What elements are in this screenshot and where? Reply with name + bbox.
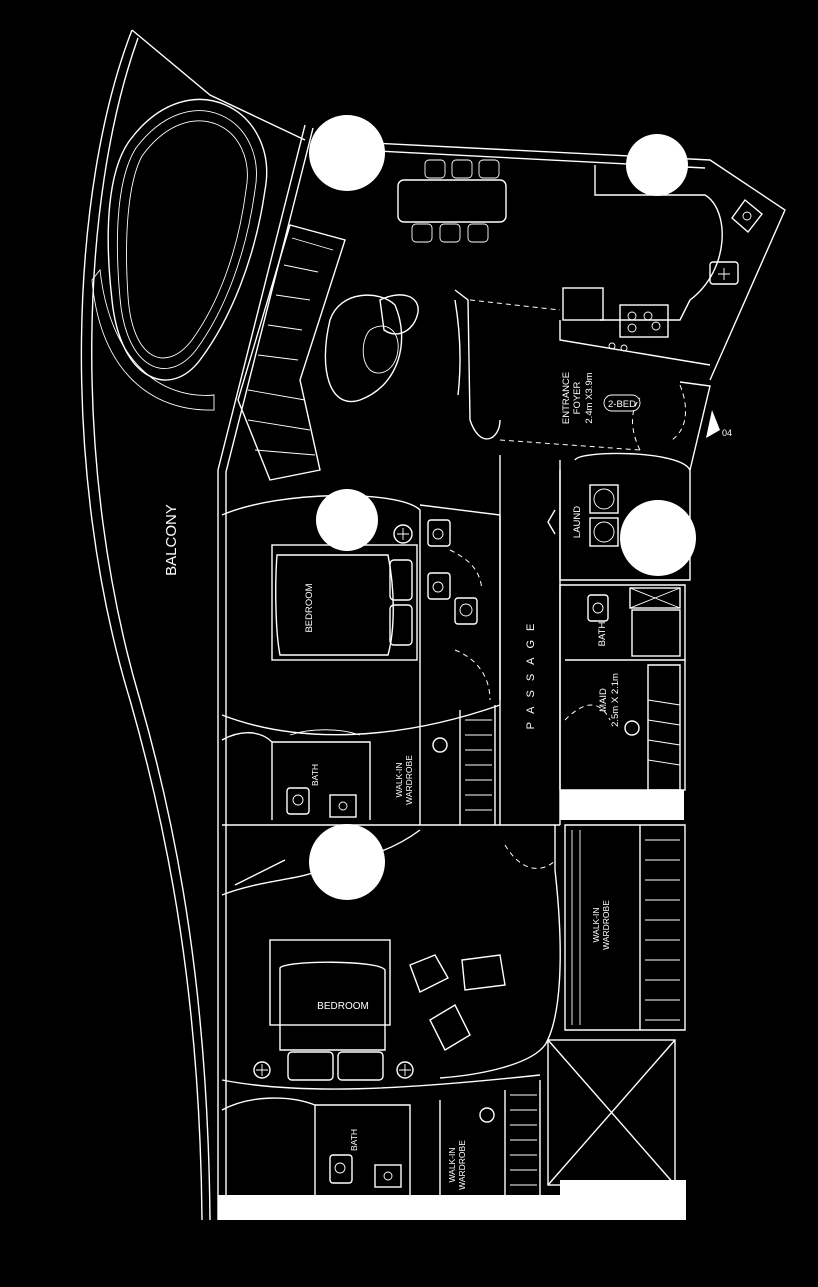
bedroom-master [221,829,561,1090]
wardrobe-lower [439,1080,541,1195]
bath-lower-label: BATH [349,1129,359,1151]
unit-tag-box [603,394,641,412]
maid-bath-label: BATH [597,622,608,647]
wardrobe-upper-label-2: WARDROBE [404,755,414,805]
base-slab [218,1195,686,1220]
wardrobe-right [564,824,686,1031]
north-tag: 04 [722,428,732,438]
bedroom-master-label: BEDROOM [317,1001,369,1012]
wardrobe-lower-label-2: WARDROBE [457,1140,467,1190]
balcony-outline [80,29,314,1221]
maid-quarters [559,584,686,820]
right-wall-strip [560,1180,686,1195]
foyer-label-1: ENTRANCE [561,372,572,424]
balcony-label: BALCONY [163,504,180,576]
shaft [547,1039,676,1186]
bath-upper-label: BATH [310,764,320,786]
living-dining [237,139,786,481]
foyer-label-2: FOYER [572,382,583,415]
wardrobe-lower-label-1: WALK-IN [447,1147,457,1182]
wardrobe-right-label-2: WARDROBE [601,900,611,950]
maid-label: MAID [598,688,609,712]
maid-size-label: 2.5m X 2.1m [610,673,621,727]
entrance-foyer [454,289,720,471]
wardrobe-upper [419,705,496,825]
marker-circles [309,115,696,900]
passage-label: PASSAGE [525,615,537,730]
foyer-size-label: 2.4m X3.9m [584,372,595,423]
wardrobe-right-label-1: WALK-IN [591,907,601,942]
pool [91,98,268,411]
kitchen [559,165,763,366]
bedroom-upper-label: BEDROOM [304,583,315,632]
passage [499,455,561,870]
wardrobe-upper-label-1: WALK-IN [394,762,404,797]
bath-upper [221,729,560,826]
bath-lower [221,1097,411,1195]
laundry-label: LAUND [572,506,583,538]
unit-tag: 2-BED [608,399,636,410]
